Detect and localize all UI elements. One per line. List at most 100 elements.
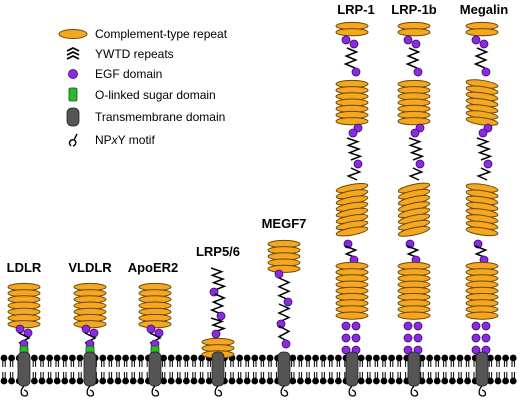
receptor-label-lrp1b: LRP-1b [391, 2, 437, 17]
lipid-head [357, 354, 366, 368]
egf-domain [341, 333, 351, 343]
ywtd-repeat [476, 167, 492, 181]
egf-domain [81, 324, 91, 334]
complement-repeat [335, 117, 369, 126]
lipid-head [235, 371, 244, 385]
egf-domain [351, 321, 361, 331]
lipid-head [463, 371, 472, 385]
lipid-head [326, 354, 335, 368]
lipid-head [0, 371, 8, 385]
egf-domain [481, 67, 491, 77]
receptor-lrp1b [397, 21, 431, 397]
lipid-head [129, 371, 138, 385]
lipid-head [250, 371, 259, 385]
ywtd-repeat [408, 137, 425, 161]
lipid-head [60, 371, 69, 385]
ywtd-repeat-icon [66, 46, 80, 60]
receptor-vldlr [73, 282, 107, 397]
receptor-label-vldlr: VLDLR [68, 260, 112, 275]
receptor-lrp1 [335, 21, 369, 397]
egf-domain [211, 329, 221, 339]
lipid-head [258, 354, 267, 368]
lipid-head [182, 354, 191, 368]
complement-repeat-icon [58, 29, 88, 39]
lipid-head [456, 354, 464, 368]
lipid-head [38, 371, 46, 385]
transmembrane-domain [83, 351, 97, 387]
lipid-head [380, 371, 388, 385]
ywtd-repeat [476, 137, 493, 161]
lipid-head [114, 371, 122, 385]
egf-domain [341, 321, 351, 331]
egf-domain [415, 159, 425, 169]
ywtd-repeat [408, 167, 424, 181]
lipid-head [433, 371, 442, 385]
ywtd-repeat [405, 47, 421, 69]
transmembrane-domain [277, 351, 291, 387]
egf-domain [481, 333, 491, 343]
egf-domain [274, 269, 284, 279]
egf-domain [146, 324, 156, 334]
lipid-head [182, 371, 191, 385]
receptor-ldlr [7, 282, 41, 397]
npxy-motif [214, 385, 223, 397]
lipid-head [296, 354, 305, 368]
lipid-head [38, 354, 46, 368]
egf-domain [341, 345, 351, 355]
lipid-head [494, 371, 502, 385]
complement-repeat [397, 117, 431, 126]
complement-repeat [465, 116, 499, 126]
egf-domain [478, 128, 488, 138]
lipid-head [296, 371, 305, 385]
egf-domain [283, 297, 293, 307]
lipid-head [448, 354, 457, 368]
o-linked-sugar-icon [68, 87, 78, 102]
lipid-head [98, 354, 107, 368]
lipid-head [319, 354, 328, 368]
transmembrane-domain [407, 351, 421, 387]
lipid-head [304, 354, 312, 368]
lipid-head [319, 371, 328, 385]
ywtd-repeat [277, 277, 291, 301]
npxy-motif [20, 385, 29, 397]
receptor-label-megalin: Megalin [460, 2, 508, 17]
lipid-head [243, 371, 252, 385]
complement-repeat [7, 320, 41, 329]
lipid-head [114, 354, 122, 368]
complement-repeat [465, 311, 499, 320]
egf-domain [413, 67, 423, 77]
complement-repeat [397, 28, 431, 37]
cell-membrane [0, 354, 518, 385]
lipid-head [425, 354, 434, 368]
lipid-head [7, 354, 16, 368]
ywtd-repeat [474, 245, 488, 259]
lipid-head [76, 354, 84, 368]
ywtd-repeat [209, 293, 227, 315]
lipid-head [311, 354, 320, 368]
legend-text-sugar: O-linked sugar domain [95, 88, 216, 102]
egf-domain [216, 311, 226, 321]
egf-domain [411, 39, 421, 49]
lipid-head [106, 354, 115, 368]
lipid-head [190, 354, 198, 368]
lipid-head [235, 354, 244, 368]
lipid-head [311, 371, 320, 385]
lipid-head [288, 371, 297, 385]
egf-domain [413, 333, 423, 343]
lipid-head [372, 371, 381, 385]
lipid-head [76, 371, 84, 385]
egf-domain [281, 339, 291, 349]
lipid-head [266, 354, 274, 368]
lipid-head [205, 371, 214, 385]
egf-domain [403, 333, 413, 343]
egf-domain [479, 39, 489, 49]
lipid-head [440, 371, 449, 385]
egf-domain [481, 321, 491, 331]
legend-text-tm: Transmembrane domain [95, 110, 225, 124]
lipid-head [334, 371, 343, 385]
lipid-head [30, 354, 39, 368]
egf-domain [15, 324, 25, 334]
receptor-megalin [465, 21, 499, 397]
lipid-head [136, 354, 145, 368]
